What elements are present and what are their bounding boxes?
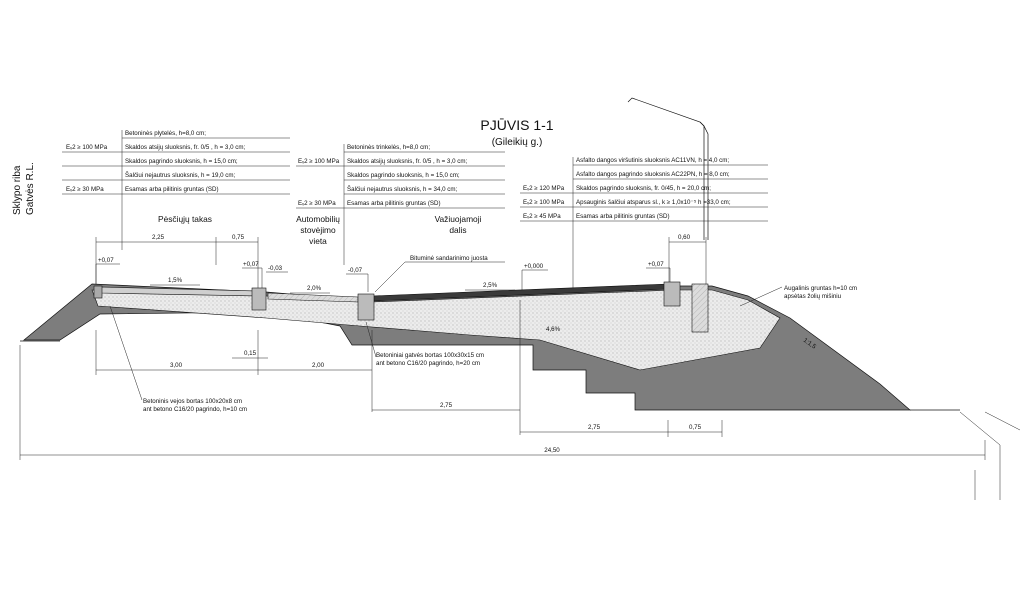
carriageway-layer-4-e: Eᵥ2 ≥ 100 MPa	[523, 199, 565, 206]
street-line-label: Gatvės R.L.	[25, 162, 36, 215]
level-1: +0,07	[98, 257, 114, 264]
carriageway-layer-table: Asfalto dangos viršutinis sluoksnis AC11…	[520, 157, 768, 290]
topsoil-label-2: apsėtas žolių mišiniu	[784, 293, 842, 300]
slope-1: 1,5%	[168, 277, 183, 284]
dim-275-a: 2,75	[440, 402, 453, 409]
zone-parking-line-1: Automobilių	[296, 214, 340, 224]
break-lines	[959, 411, 1021, 500]
parking-layer-3: Skaldos pagrindo sluoksnis, h = 15,0 cm;	[347, 172, 460, 179]
sidewalk-layer-3: Skaldos pagrindo sluoksnis, h = 15,0 cm;	[125, 158, 238, 165]
sidewalk-layer-2-e: Eᵥ2 ≥ 100 MPa	[66, 144, 108, 151]
curb-road-label-1: Betoniniai gatvės bortas 100x30x15 cm	[376, 352, 484, 359]
sidewalk-layer-table: Betoninės plytelės, h=8,0 cm; Eᵥ2 ≥ 100 …	[62, 130, 290, 250]
carriageway-layer-3: Skaldos pagrindo sluoksnis, fr. 0/45, h …	[576, 185, 711, 192]
zone-sidewalk: Pėsčiųjų takas	[158, 214, 212, 224]
parking-layer-4: Šalčiui nejautrus sluoksnis, h = 34,0 cm…	[347, 186, 458, 193]
curb-walk-label-2: ant betono C16/20 pagrindo, h=10 cm	[143, 406, 247, 413]
sidewalk-layer-4: Šalčiui nejautrus sluoksnis, h = 19,0 cm…	[125, 172, 236, 179]
dim-275-b: 2,75	[588, 424, 601, 431]
curb-sidewalk-right	[251, 287, 267, 311]
curb-road-left	[357, 293, 375, 321]
curb-walk-label-1: Betoninis vejos bortas 100x20x8 cm	[143, 398, 242, 405]
curb-road-right	[663, 281, 681, 307]
dim-300: 3,00	[170, 362, 183, 369]
bottom-dimensions	[19, 300, 986, 460]
sidewalk-layer-1: Betoninės plytelės, h=8,0 cm;	[125, 130, 206, 137]
dim-015: 0,15	[244, 350, 257, 357]
level-4: -0,07	[348, 267, 363, 274]
carriageway-layer-2: Asfalto dangos pagrindo sluoksnis AC22PN…	[576, 171, 730, 178]
parking-layer-table: Betoninės trinkelės, h=8,0 cm; Eᵥ2 ≥ 100…	[296, 144, 505, 265]
sidewalk-layer-2: Skaldos atsijų sluoksnis, fr. 0/5 , h = …	[125, 144, 245, 151]
dim-2450: 24,50	[544, 447, 560, 454]
slope-3: 2,5%	[483, 282, 498, 289]
level-6: +0,07	[648, 261, 664, 268]
curb-sidewalk-left	[93, 285, 103, 299]
dim-060: 0,60	[678, 234, 691, 241]
level-3: -0,03	[268, 265, 283, 272]
carriageway-layer-3-e: Eᵥ2 ≥ 120 MPa	[523, 185, 565, 192]
cross-section-body	[20, 281, 960, 411]
parking-layer-5-e: Eᵥ2 ≥ 30 MPa	[298, 200, 336, 207]
bitumen-label: Bituminė sandarinimo juosta	[410, 255, 488, 262]
carriageway-layer-4: Apsauginis šalčiui atsparus sl., k ≥ 1,0…	[576, 199, 731, 206]
section-title: PJŪVIS 1-1	[480, 117, 553, 133]
zone-carriageway-line-2: dalis	[449, 225, 466, 235]
plot-boundary-label: Sklypo riba	[12, 165, 23, 215]
dim-075-top: 0,75	[232, 234, 245, 241]
sidewalk-layer-5: Esamas arba pilitinis gruntas (SD)	[125, 186, 219, 193]
section-subtitle: (Gileikių g.)	[492, 137, 543, 148]
dim-075-bottom: 0,75	[689, 424, 702, 431]
slope-4: 4,6%	[546, 326, 561, 333]
sidewalk-layer-5-e: Eᵥ2 ≥ 30 MPa	[66, 186, 104, 193]
slope-2: 2,0%	[307, 285, 322, 292]
top-dimensions	[95, 237, 707, 290]
carriageway-layer-5-e: Eᵥ2 ≥ 45 MPa	[523, 213, 561, 220]
carriageway-layer-5: Esamas arba pilitinis gruntas (SD)	[576, 213, 670, 220]
parking-layer-5: Esamas arba pilitinis gruntas (SD)	[347, 200, 441, 207]
parking-layer-2: Skaldos atsijų sluoksnis, fr. 0/5 , h = …	[347, 158, 467, 165]
zone-parking-line-2: stovėjimo	[300, 225, 336, 235]
dim-200: 2,00	[312, 362, 325, 369]
zone-parking-line-3: vieta	[309, 236, 327, 246]
level-2: +0,07	[243, 261, 259, 268]
parking-layer-2-e: Eᵥ2 ≥ 100 MPa	[298, 158, 340, 165]
level-5: +0,000	[524, 263, 544, 270]
zone-carriageway-line-1: Važiuojamoji	[435, 214, 482, 224]
parking-layer-1: Betoninės trinkelės, h=8,0 cm;	[347, 144, 430, 151]
curb-road-label-2: ant betono C16/20 pagrindo, h=20 cm	[376, 360, 480, 367]
carriageway-layer-1: Asfalto dangos viršutinis sluoksnis AC11…	[576, 157, 729, 164]
topsoil-label-1: Augalinis gruntas h=10 cm	[784, 285, 857, 292]
lamp-foundation	[691, 283, 709, 333]
dim-225: 2,25	[152, 234, 165, 241]
